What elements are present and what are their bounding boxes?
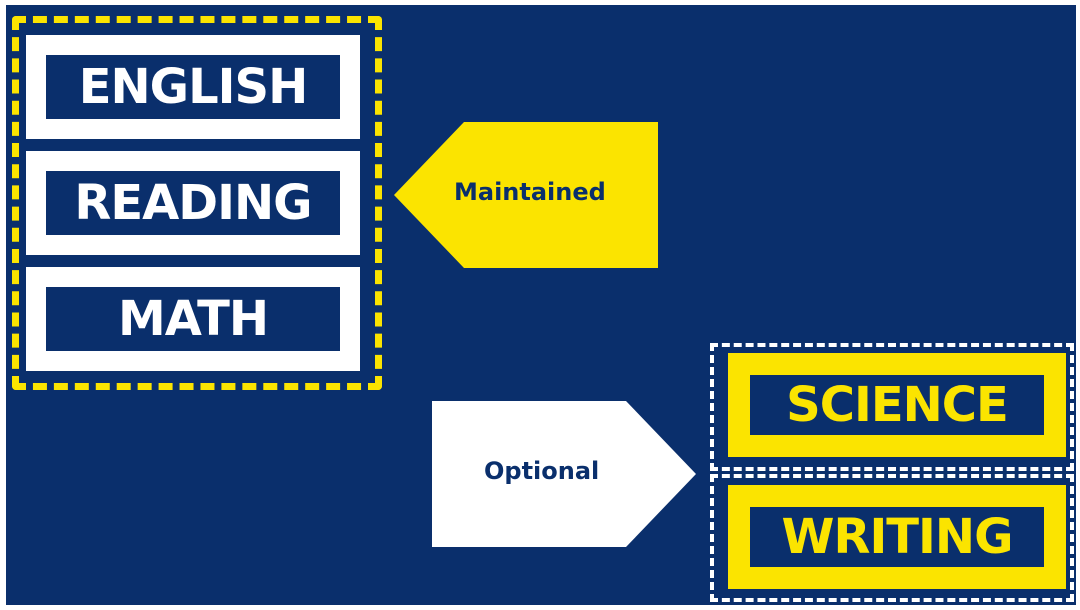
subject-english-label: ENGLISH <box>46 55 340 119</box>
optional-arrow-shape <box>432 401 696 547</box>
subject-math-label: MATH <box>46 287 340 351</box>
subject-writing-box: WRITING <box>728 485 1066 589</box>
subject-science-box: SCIENCE <box>728 353 1066 457</box>
subject-reading-label: READING <box>46 171 340 235</box>
maintained-group-border <box>12 16 382 390</box>
subject-math-box: MATH <box>26 267 360 371</box>
writing-group-border <box>710 474 1074 602</box>
slide-background: ENGLISH READING MATH Maintained Optional… <box>6 5 1076 605</box>
optional-tag-label: Optional <box>484 457 600 485</box>
maintained-tag-label: Maintained <box>454 178 606 206</box>
science-group-border <box>710 343 1074 471</box>
subject-science-label: SCIENCE <box>750 375 1044 435</box>
maintained-arrow-tag: Maintained <box>394 122 658 268</box>
maintained-arrow-shape <box>394 122 658 268</box>
subject-reading-box: READING <box>26 151 360 255</box>
subject-writing-label: WRITING <box>750 507 1044 567</box>
optional-arrow-tag: Optional <box>432 401 696 547</box>
subject-english-box: ENGLISH <box>26 35 360 139</box>
